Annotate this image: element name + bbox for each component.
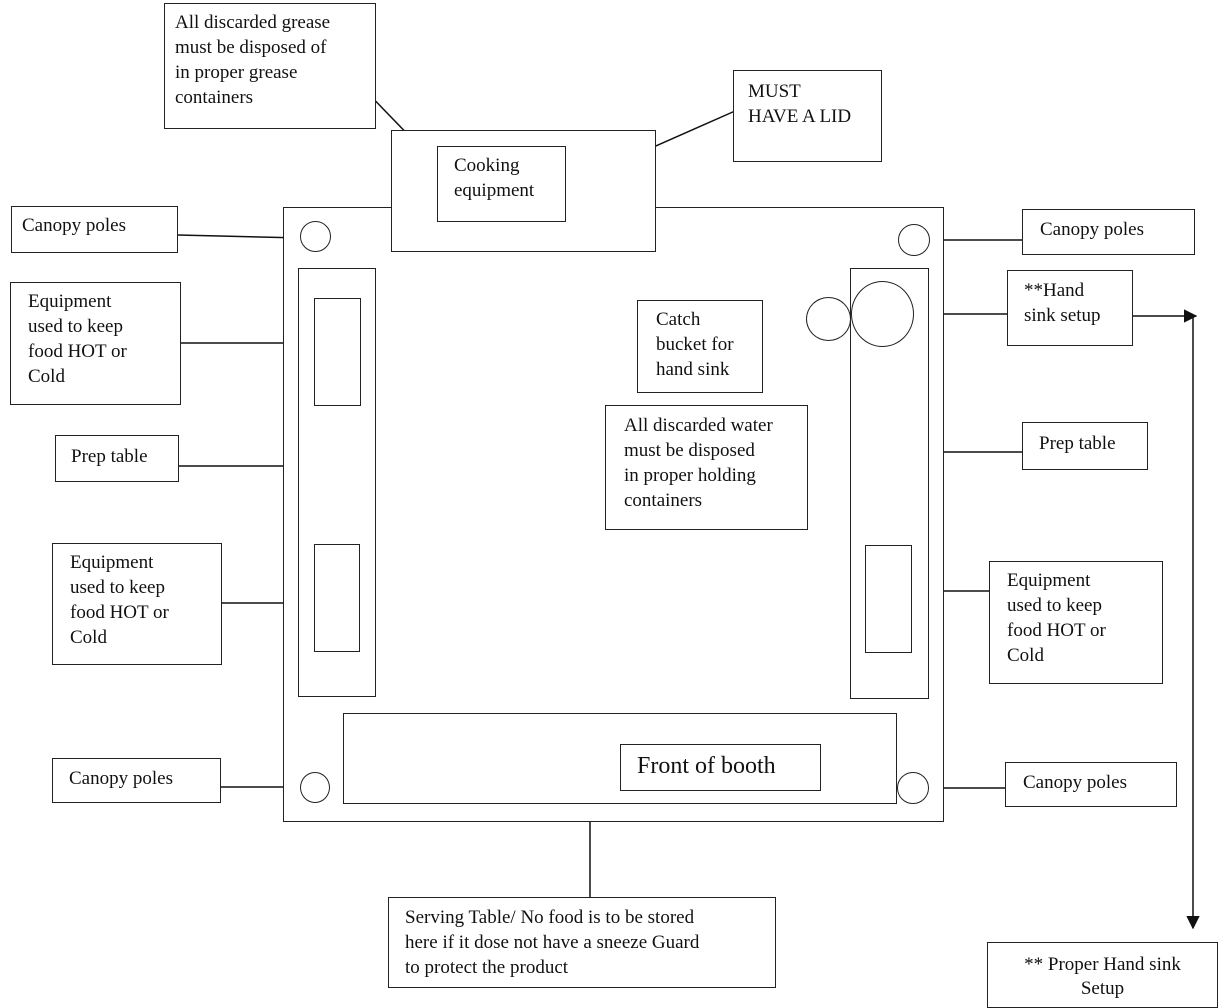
right-equipment	[865, 545, 912, 653]
prep-table-label-right: Prep table	[1022, 422, 1148, 470]
water-note: All discarded water must be disposed in …	[605, 405, 808, 530]
canopy-pole-tl	[300, 221, 331, 252]
left-equipment-bottom	[314, 544, 360, 652]
cooking-equipment-label: Cooking equipment	[437, 146, 566, 222]
grease-note: All discarded grease must be disposed of…	[164, 3, 376, 129]
front-of-booth-label: Front of booth	[620, 744, 821, 791]
serving-table-note: Serving Table/ No food is to be stored h…	[388, 897, 776, 988]
lid-note: MUST HAVE A LID	[733, 70, 882, 162]
catch-bucket-label: Catch bucket for hand sink	[637, 300, 763, 393]
arrow-canopy-tl	[177, 230, 304, 245]
catch-bucket-circle	[806, 297, 851, 341]
left-equipment-top	[314, 298, 361, 406]
hand-sink-setup-label: **Hand sink setup	[1007, 270, 1133, 346]
equipment-hot-cold-right: Equipment used to keep food HOT or Cold	[989, 561, 1163, 684]
hand-sink-basin	[851, 281, 914, 347]
canopy-pole-bl	[300, 772, 330, 803]
canopy-pole-br	[897, 772, 929, 804]
canopy-poles-label-bl: Canopy poles	[52, 758, 221, 803]
canopy-poles-label-tr: Canopy poles	[1022, 209, 1195, 255]
proper-hand-sink-label: ** Proper Hand sink Setup	[987, 942, 1218, 1008]
canopy-poles-label-tl: Canopy poles	[11, 206, 178, 253]
equipment-hot-cold-left-bottom: Equipment used to keep food HOT or Cold	[52, 543, 222, 665]
canopy-poles-label-br: Canopy poles	[1005, 762, 1177, 807]
equipment-hot-cold-left-top: Equipment used to keep food HOT or Cold	[10, 282, 181, 405]
canopy-pole-tr	[898, 224, 930, 256]
prep-table-label-left: Prep table	[55, 435, 179, 482]
